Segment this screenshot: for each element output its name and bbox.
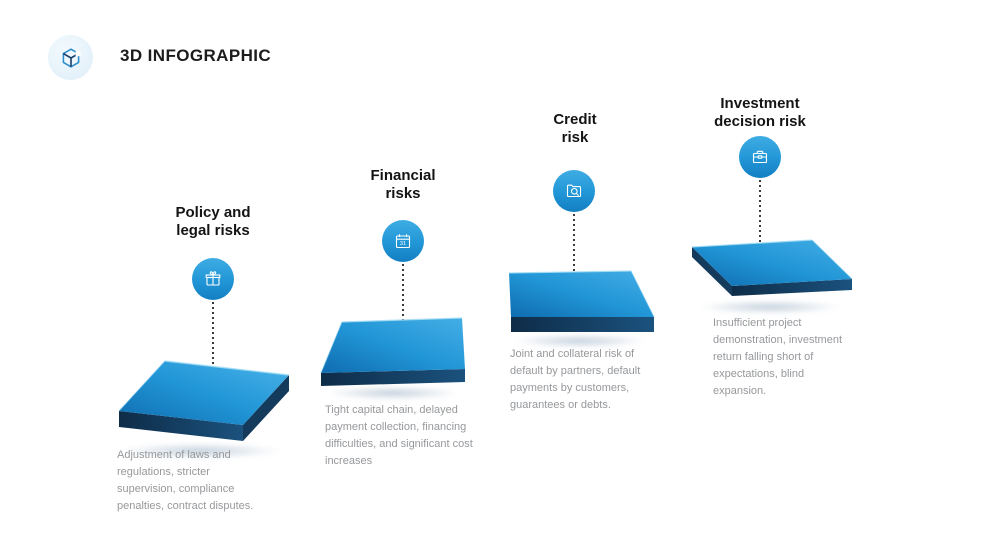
step-2-title: Financial risks [370,167,436,202]
step-4-platform [682,234,857,329]
step-1-title: Policy and legal risks [175,204,251,239]
step-4-connector-line [759,180,761,248]
step-3-title: Credit risk [553,111,597,146]
step-4-icon-circle [739,136,781,178]
step-2-reflection [328,386,458,400]
step-3-description: Joint and collateral risk of default by … [510,348,641,412]
briefcase-icon [751,148,769,166]
folder-search-icon [565,182,583,200]
step-3-reflection [515,334,645,348]
step-3-connector-line [573,214,575,282]
step-1-icon-circle [192,258,234,300]
step-4-reflection [700,300,840,314]
step-2-platform [315,314,470,414]
gift-icon [204,270,222,288]
cube-icon [59,46,83,70]
step-3-icon-circle [553,170,595,212]
step-3-platform [503,262,658,362]
step-2-connector-line [402,264,404,332]
step-1-description: Adjustment of laws and regulations, stri… [117,449,254,513]
step-4-title: Investment decision risk [714,95,806,130]
logo [48,35,93,80]
svg-text:31: 31 [400,241,406,247]
step-2-description: Tight capital chain, delayed payment col… [325,404,473,468]
step-4-description: Insufficient project demonstration, inve… [713,317,843,398]
step-1-platform [105,345,300,470]
step-1-reflection [120,443,280,459]
page-title: 3D INFOGRAPHIC [120,46,272,65]
step-2-icon-circle: 31 [382,220,424,262]
calendar-31-icon: 31 [394,232,412,250]
step-1-connector-line [212,302,214,368]
